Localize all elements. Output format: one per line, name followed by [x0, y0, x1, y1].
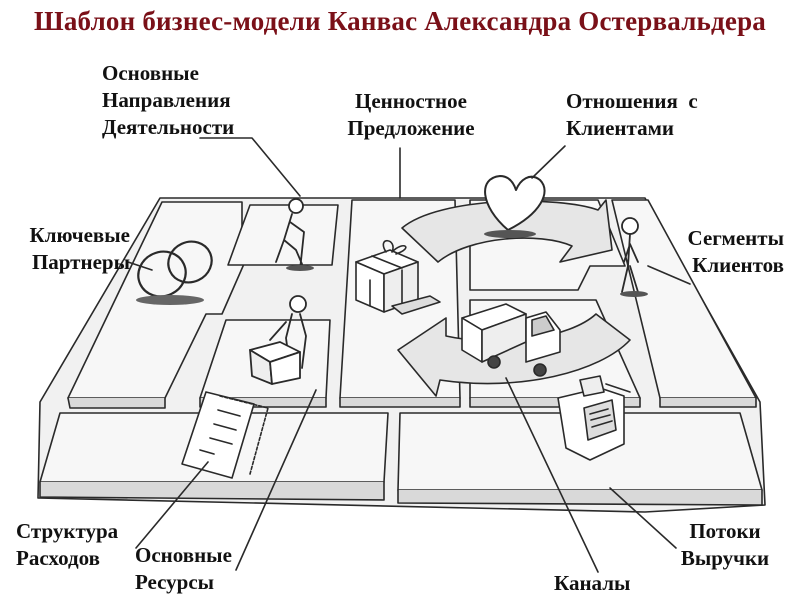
leader-line-key-partners	[127, 261, 153, 271]
label-cost-structure: Структура Расходов	[16, 519, 119, 570]
heart-icon	[484, 175, 546, 231]
leader-line-customer-segments	[647, 265, 691, 285]
label-customer-relationships: Отношения с Клиентами	[566, 89, 698, 140]
truck-icon	[461, 303, 561, 377]
customer-figure	[620, 217, 648, 297]
label-key-partners: Ключевые Партнеры	[29, 223, 130, 274]
leader-line-revenue-streams	[609, 487, 677, 549]
cost-document-icon	[181, 391, 269, 479]
resources-figure	[249, 295, 307, 385]
leader-line-channels	[505, 377, 599, 573]
cash-register-icon	[557, 375, 631, 461]
rings-icon	[136, 240, 213, 305]
label-key-resources: Основные Ресурсы	[135, 543, 232, 594]
leader-line-customer-relationships	[531, 145, 566, 179]
leader-line-key-activities	[199, 137, 301, 197]
label-channels: Каналы	[554, 571, 631, 595]
diagram-title: Шаблон бизнес-модели Канвас Александра О…	[34, 6, 766, 36]
leader-line-key-resources	[235, 389, 317, 571]
label-revenue-streams: Потоки Выручки	[680, 519, 770, 570]
worker-figure	[275, 198, 314, 271]
label-key-activities: Основные Направления Деятельности	[102, 61, 235, 139]
label-value-proposition: Ценностное Предложение	[347, 89, 475, 140]
leader-line-cost-structure	[135, 461, 209, 549]
key-activities-block	[227, 204, 339, 266]
gift-box-icon	[355, 239, 441, 315]
label-customer-segments: Сегменты Клиентов	[687, 226, 784, 277]
